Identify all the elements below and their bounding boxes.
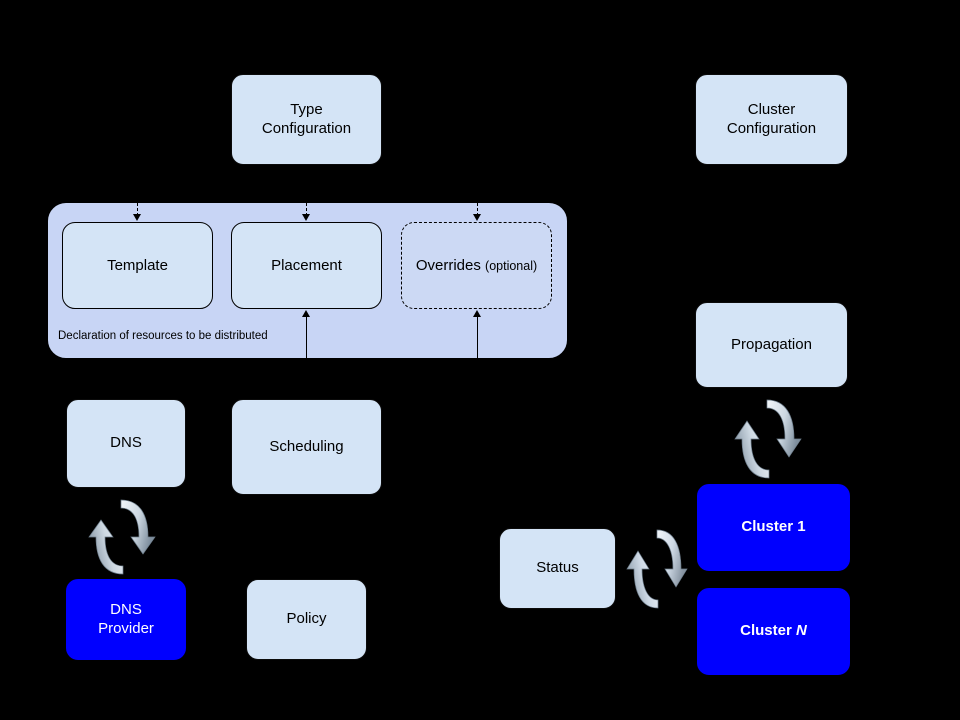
node-type-configuration[interactable]: Type Configuration: [231, 74, 382, 165]
node-cluster-configuration-label: Cluster Configuration: [726, 100, 817, 137]
connector-type-config-to-overrides: [477, 203, 478, 216]
connector-type-config-to-overrides-arrowhead: [473, 214, 481, 221]
node-propagation-label: Propagation: [731, 335, 812, 353]
connector-below-to-overrides-arrowhead: [473, 310, 481, 317]
node-overrides-label: Overrides (optional): [415, 257, 538, 274]
connector-type-config-to-placement-arrowhead: [302, 214, 310, 221]
node-dns-label: DNS: [110, 434, 142, 452]
connector-below-to-placement: [306, 316, 307, 358]
connector-type-config-to-template: [137, 203, 138, 216]
node-template-label: Template: [107, 257, 168, 274]
node-cluster-1[interactable]: Cluster 1: [697, 484, 850, 571]
node-scheduling-label: Scheduling: [269, 437, 344, 455]
node-placement-label: Placement: [271, 257, 342, 274]
container-caption: Declaration of resources to be distribut…: [58, 330, 268, 342]
node-status-label: Status: [536, 559, 579, 577]
node-dns[interactable]: DNS: [66, 399, 186, 488]
node-cluster-1-label: Cluster 1: [741, 518, 806, 536]
node-type-configuration-label: Type Configuration: [261, 100, 352, 137]
node-policy-label: Policy: [286, 610, 327, 628]
node-policy[interactable]: Policy: [246, 579, 367, 660]
connector-type-config-to-placement: [306, 203, 307, 216]
node-placement[interactable]: Placement: [231, 222, 382, 309]
node-dns-provider[interactable]: DNS Provider: [66, 579, 186, 660]
node-status[interactable]: Status: [499, 528, 616, 609]
sync-arrows-icon: [88, 497, 156, 577]
connector-below-to-overrides: [477, 316, 478, 358]
node-cluster-configuration[interactable]: Cluster Configuration: [695, 74, 848, 165]
node-overrides[interactable]: Overrides (optional): [401, 222, 552, 309]
node-scheduling[interactable]: Scheduling: [231, 399, 382, 495]
node-cluster-n[interactable]: Cluster N: [697, 588, 850, 675]
node-cluster-n-label: Cluster N: [740, 622, 807, 640]
node-propagation[interactable]: Propagation: [695, 302, 848, 388]
node-dns-provider-label: DNS Provider: [98, 600, 154, 637]
connector-below-to-placement-arrowhead: [302, 310, 310, 317]
connector-type-config-to-template-arrowhead: [133, 214, 141, 221]
sync-arrows-icon: [734, 397, 802, 481]
node-template[interactable]: Template: [62, 222, 213, 309]
sync-arrows-icon: [626, 527, 688, 611]
